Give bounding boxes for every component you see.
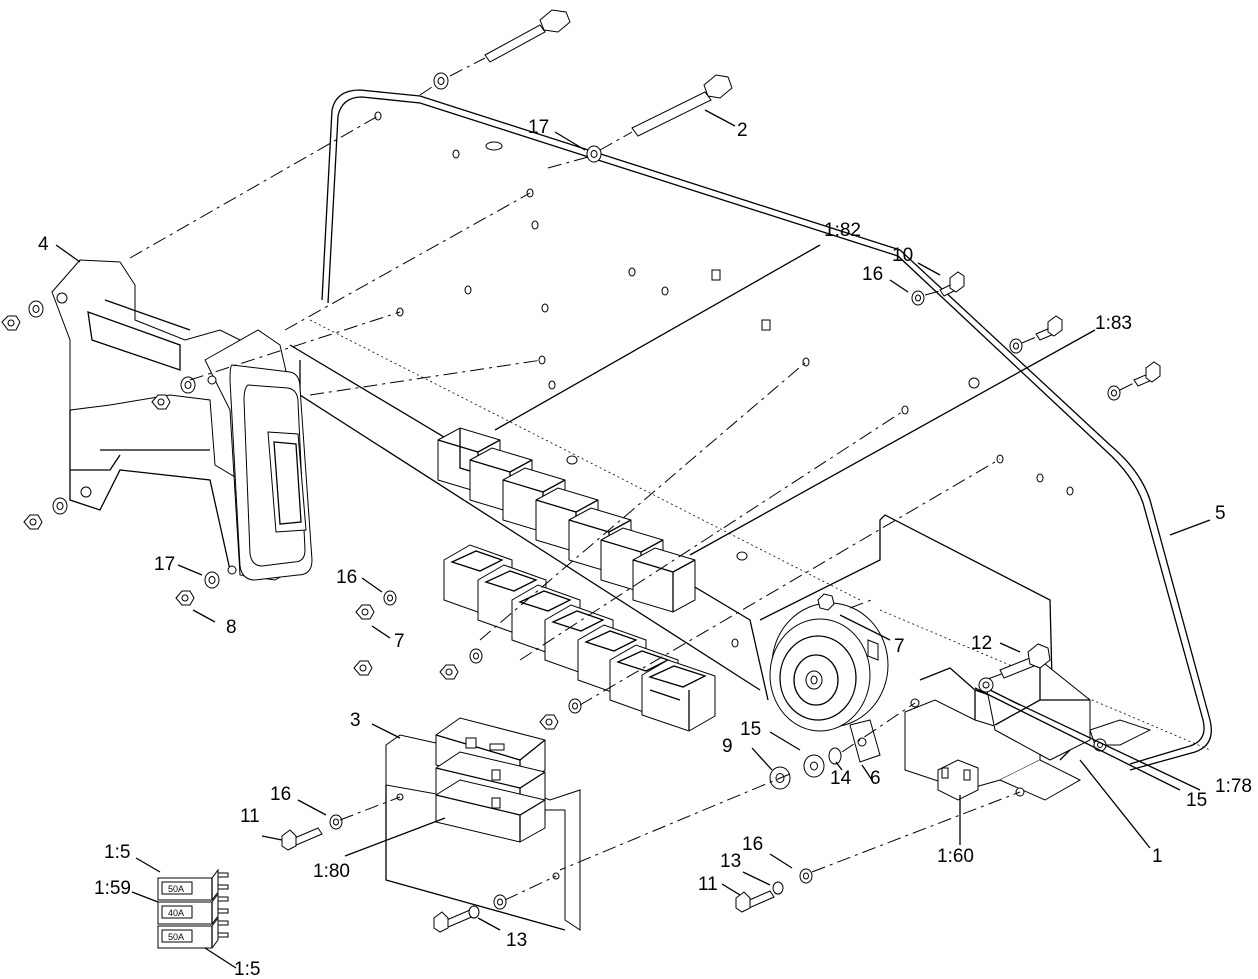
- callout-7: 7: [394, 631, 405, 652]
- callout-15: 15: [740, 719, 761, 740]
- callout-1-5: 1:5: [234, 959, 260, 979]
- horn: [769, 593, 889, 763]
- callout-16: 16: [336, 567, 357, 588]
- callout-1-78: 1:78: [1215, 776, 1252, 797]
- fuse-stack: 50A 40A 50A: [157, 868, 229, 949]
- relay-socket-row: [443, 544, 716, 732]
- callout-4: 4: [38, 234, 49, 255]
- callout-14: 14: [830, 768, 852, 789]
- callout-15: 15: [1186, 790, 1207, 811]
- washer: [204, 571, 220, 589]
- callout-16: 16: [742, 834, 763, 855]
- callout-3: 3: [350, 710, 361, 731]
- callout-1-80: 1:80: [313, 861, 350, 882]
- leader-lines: [55, 109, 1211, 969]
- callout-11: 11: [698, 874, 718, 895]
- fuse-3: [157, 916, 229, 949]
- nut: [175, 590, 195, 606]
- bolt-12: [999, 643, 1051, 679]
- screw: [433, 909, 475, 933]
- callout-13: 13: [720, 851, 741, 872]
- nut: [539, 714, 559, 730]
- callout-8: 8: [226, 617, 237, 638]
- washer: [52, 497, 68, 515]
- long-bolts: [433, 9, 733, 163]
- callout-17: 17: [154, 554, 175, 575]
- right-bracket: [904, 659, 1152, 801]
- fuse-label-2: 40A: [168, 908, 184, 918]
- hardware-left: [1, 300, 220, 606]
- callout-1-82: 1:82: [824, 220, 861, 241]
- nut: [23, 514, 43, 530]
- nut: [353, 660, 373, 676]
- nut: [151, 394, 171, 410]
- callout-1-59: 1:59: [94, 878, 131, 899]
- callout-16: 16: [270, 784, 291, 805]
- screw: [735, 890, 775, 913]
- switch-160: [937, 759, 979, 801]
- nut: [355, 604, 375, 620]
- callout-16: 16: [862, 264, 883, 285]
- main-panel: [289, 89, 1212, 771]
- callout-6: 6: [870, 768, 881, 789]
- screw: [281, 827, 323, 851]
- assembly-lines: [129, 57, 1135, 901]
- washer: [28, 300, 44, 318]
- callout-1-5: 1:5: [104, 842, 130, 863]
- fuse-2: [157, 892, 229, 925]
- socket: [641, 659, 716, 732]
- connector-bracket-assembly: [51, 259, 313, 581]
- callout-17: 17: [528, 117, 549, 138]
- fuse-label-3: 50A: [168, 932, 184, 942]
- nut: [1, 315, 21, 331]
- callout-9: 9: [722, 736, 733, 757]
- callout-1-83: 1:83: [1095, 313, 1132, 334]
- fuse-label-1: 50A: [168, 884, 184, 894]
- switch-bracket: [385, 717, 581, 931]
- callout-10: 10: [892, 245, 913, 266]
- callout-5: 5: [1215, 503, 1226, 524]
- callout-12: 12: [971, 633, 992, 654]
- callout-labels: 17 2 4 1:82 10 16 1:83 5 17 8 16 7 7 12 …: [38, 117, 1252, 979]
- callout-1: 1: [1152, 846, 1163, 867]
- small-bolts-right: [911, 271, 1161, 401]
- callout-2: 2: [737, 120, 748, 141]
- relay-row: [437, 427, 696, 613]
- washer: [180, 376, 196, 394]
- callout-7: 7: [894, 636, 905, 657]
- relay: [632, 547, 696, 613]
- callout-1-60: 1:60: [937, 846, 974, 867]
- callout-13: 13: [506, 930, 527, 951]
- fuse-1: [157, 868, 229, 901]
- callout-11: 11: [240, 806, 260, 827]
- nut: [439, 664, 459, 680]
